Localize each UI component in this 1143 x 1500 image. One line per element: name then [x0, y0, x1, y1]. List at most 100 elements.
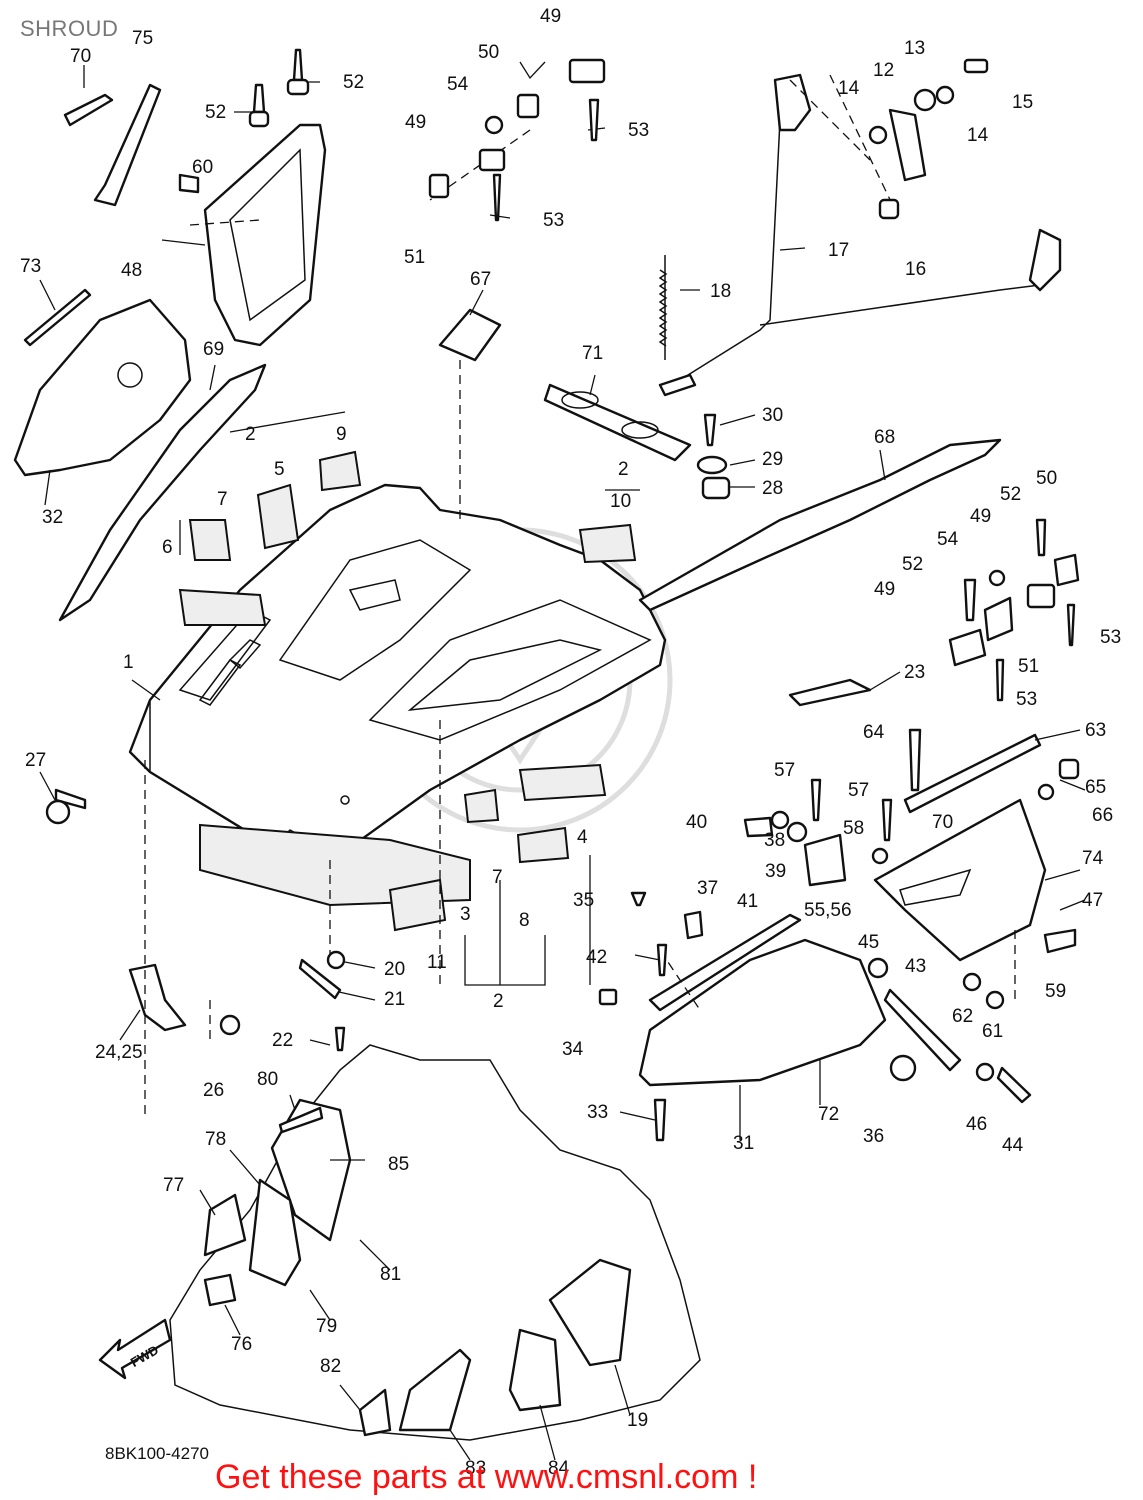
callout: 53	[543, 210, 564, 231]
callout: 10	[610, 491, 631, 512]
callout: 5	[274, 459, 285, 480]
callout: 60	[192, 157, 213, 178]
callout: 2	[245, 424, 256, 445]
callout: 29	[762, 449, 783, 470]
callout: 53	[1100, 627, 1121, 648]
callout: 52	[205, 102, 226, 123]
callout: 19	[627, 1410, 648, 1431]
callout: 50	[478, 42, 499, 63]
gasket-71	[543, 383, 692, 462]
callout: 49	[874, 579, 895, 600]
callout: 2	[493, 991, 504, 1012]
callout: 8	[519, 910, 530, 931]
callout: 52	[1000, 484, 1021, 505]
callout: 51	[404, 247, 425, 268]
part-31	[638, 913, 962, 1087]
callout: 80	[257, 1069, 278, 1090]
callout: 35	[573, 890, 594, 911]
foam-blocks	[178, 450, 637, 932]
callout: 26	[203, 1080, 224, 1101]
callout: 36	[863, 1126, 884, 1147]
callout: 22	[272, 1030, 293, 1051]
callout: 51	[1018, 656, 1039, 677]
callout: 6	[162, 537, 173, 558]
callout: 70	[70, 46, 91, 67]
callout: 78	[205, 1129, 226, 1150]
callout: 63	[1085, 720, 1106, 741]
callout: 54	[447, 74, 469, 95]
callout: 57	[848, 780, 869, 801]
callout: 55,56	[804, 900, 852, 921]
callout: 74	[1082, 848, 1104, 869]
callout: 16	[905, 259, 926, 280]
callout: 18	[710, 281, 731, 302]
callout: 24,25	[95, 1042, 143, 1063]
callout: 40	[686, 812, 707, 833]
spring-18	[658, 269, 668, 347]
callout: 71	[582, 343, 603, 364]
callout: 1	[123, 652, 134, 673]
callout: 46	[966, 1114, 987, 1135]
callout: 73	[20, 256, 41, 277]
callout: 9	[336, 424, 347, 445]
callout: 4	[577, 827, 588, 848]
callout: 33	[587, 1102, 608, 1123]
panel-48	[203, 123, 327, 347]
drawing-code: 8BK100-4270	[105, 1444, 209, 1463]
promo-banner-link[interactable]: Get these parts at www.cmsnl.com !	[215, 1458, 758, 1496]
callout: 11	[427, 952, 447, 973]
callout: 79	[316, 1316, 337, 1337]
callout: 53	[1016, 689, 1037, 710]
callout: 15	[1012, 92, 1033, 113]
callout: 3	[460, 904, 471, 925]
callout: 83	[465, 1458, 486, 1479]
callout: 17	[828, 240, 849, 261]
lower-hull-outline	[169, 1044, 701, 1441]
callout: 53	[628, 120, 649, 141]
part-67	[438, 308, 502, 362]
callout: 2	[618, 459, 629, 480]
callout-labels: 70 75 52 52 49 50 54 49 53 53 51 60 48 7…	[20, 6, 1121, 1479]
side-cover-32	[13, 288, 267, 622]
callout: 47	[1082, 890, 1103, 911]
callout: 67	[470, 269, 491, 290]
callout: 28	[762, 478, 783, 499]
lower-panels	[203, 1098, 632, 1437]
callout: 59	[1045, 981, 1066, 1002]
callout: 21	[384, 989, 405, 1010]
callout: 76	[231, 1334, 252, 1355]
fasteners	[45, 48, 1080, 1142]
callout: 69	[203, 339, 224, 360]
callout: 82	[320, 1356, 341, 1377]
callout: 65	[1085, 777, 1106, 798]
callout: 77	[163, 1175, 184, 1196]
callout: 41	[737, 891, 758, 912]
decal-68	[638, 438, 1002, 612]
callout: 48	[121, 260, 142, 281]
assembly-lines	[144, 74, 1016, 1120]
callout: 49	[970, 506, 991, 527]
callout: 50	[1036, 468, 1057, 489]
callout: 27	[25, 750, 46, 771]
callout: 49	[540, 6, 561, 27]
side-panel-74	[873, 733, 1047, 962]
callout: 52	[343, 72, 364, 93]
callout: 58	[843, 818, 864, 839]
callout: 45	[858, 932, 879, 953]
callout: 81	[380, 1264, 401, 1285]
callout: 70	[932, 812, 953, 833]
leader-lines	[39, 61, 1086, 1461]
callout: 7	[217, 489, 228, 510]
callout: 14	[967, 125, 989, 146]
callout: 75	[132, 28, 153, 49]
lever-12	[868, 85, 955, 182]
callout: 30	[762, 405, 783, 426]
callout: 66	[1092, 805, 1113, 826]
callout: 13	[904, 38, 925, 59]
decal-75	[63, 83, 162, 207]
callout: 64	[863, 722, 885, 743]
callout: 37	[697, 878, 718, 899]
callout: 49	[405, 112, 426, 133]
